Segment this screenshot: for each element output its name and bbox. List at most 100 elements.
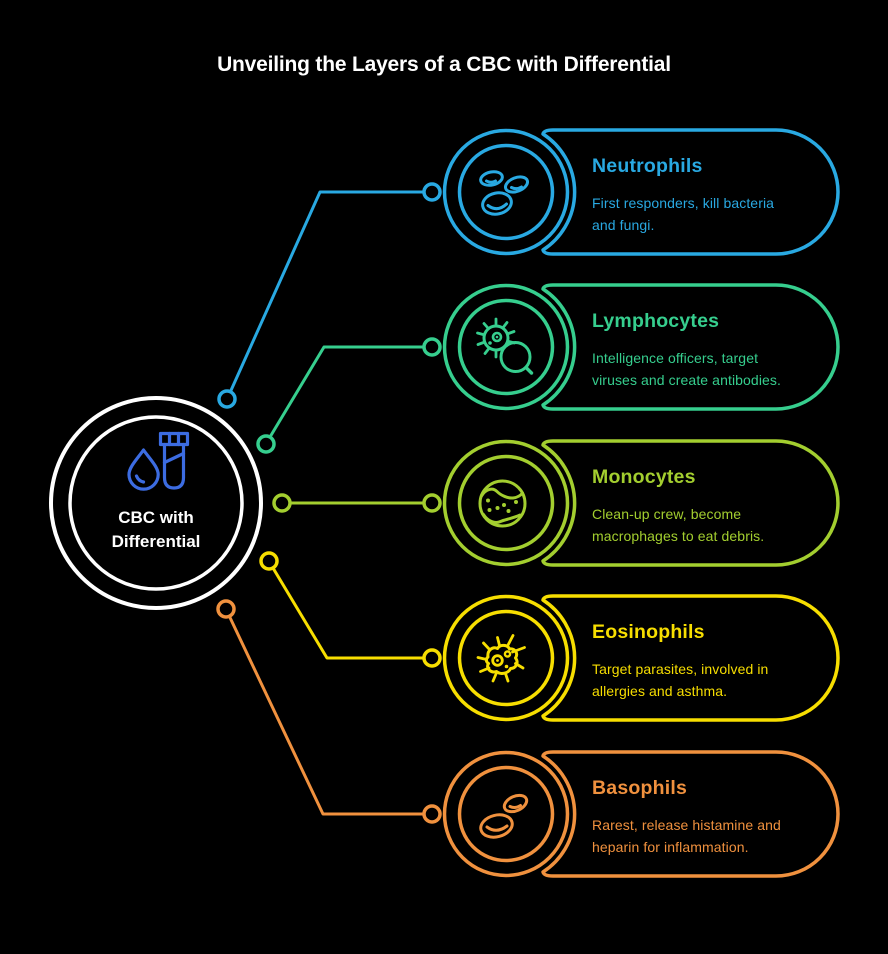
- cell-crease: [485, 824, 509, 832]
- branch-card-lymphocytes: Lymphocytes Intelligence officers, targe…: [592, 310, 842, 391]
- monocyte-cell-icon: [478, 479, 527, 528]
- card-title: Neutrophils: [592, 155, 703, 177]
- branch-neutrophils: [217, 128, 840, 409]
- connector-dot-right: [422, 182, 442, 202]
- icon-badge-inner-ring: [457, 765, 555, 863]
- cell-oval: [479, 170, 504, 187]
- card-pill-outline: [541, 439, 840, 567]
- cell-top-wave: [480, 487, 524, 500]
- blood-drop-and-test-tube-icon: [127, 431, 190, 491]
- cell-vacuole: [503, 650, 512, 658]
- connector-dot-left: [216, 599, 236, 619]
- virus-nucleus: [491, 331, 503, 343]
- branch-card-neutrophils: Neutrophils First responders, kill bacte…: [592, 155, 842, 236]
- cell-crease: [510, 185, 523, 191]
- tube-cap: [158, 431, 190, 447]
- card-pill-outline: [541, 750, 840, 878]
- virus-body: [482, 324, 510, 352]
- card-title: Lymphocytes: [592, 310, 720, 332]
- red-blood-cells-icon: [479, 170, 530, 216]
- center-node-rings: [49, 396, 263, 610]
- card-pill-outline: [541, 128, 840, 256]
- card-description-line: allergies and asthma.: [592, 682, 728, 699]
- connector-line: [229, 190, 425, 393]
- card-description-line: and fungi.: [592, 216, 655, 233]
- cell-oval: [503, 175, 530, 194]
- branch-monocytes: [272, 439, 840, 567]
- connector-dot-right: [422, 648, 442, 668]
- card-title: Basophils: [592, 777, 687, 799]
- basophil-cells-icon: [479, 793, 529, 839]
- connector-dot-left: [256, 434, 276, 454]
- card-description: First responders, kill bacteria and fung…: [592, 193, 842, 236]
- card-title: Monocytes: [592, 466, 696, 488]
- spiky-cell-icon: [476, 634, 526, 683]
- magnifier-handle: [524, 365, 534, 375]
- connector-dot-left: [259, 551, 279, 571]
- center-node: [49, 396, 263, 610]
- icon-badge-outer-ring: [442, 128, 570, 256]
- card-description: Clean-up crew, become macrophages to eat…: [592, 504, 842, 547]
- blood-drop-shine: [134, 474, 146, 484]
- cell-oval: [479, 813, 514, 839]
- tube-fill-level: [162, 451, 186, 465]
- cell-spikes: [476, 634, 526, 683]
- page-title: Unveiling the Layers of a CBC with Diffe…: [217, 53, 671, 76]
- cell-membrane: [478, 479, 527, 528]
- card-description: Rarest, release histamine and heparin fo…: [592, 815, 842, 858]
- center-label-line: Differential: [111, 531, 201, 551]
- cell-bottom-wave: [482, 513, 522, 524]
- card-description-line: Rarest, release histamine and: [592, 817, 781, 833]
- connector-dot-right: [422, 337, 442, 357]
- blood-drop-icon: [127, 448, 160, 491]
- center-node-label: CBC with Differential: [36, 506, 276, 553]
- card-pill-outline: [541, 594, 840, 722]
- cell-nucleus: [491, 654, 504, 667]
- card-description-line: heparin for inflammation.: [592, 838, 749, 855]
- virus-with-magnifier-icon: [476, 317, 534, 375]
- connector-line: [268, 345, 425, 439]
- branch-card-basophils: Basophils Rarest, release histamine and …: [592, 777, 842, 858]
- center-label-line: CBC with: [118, 508, 194, 527]
- card-description-line: Intelligence officers, target: [592, 350, 759, 366]
- card-title: Eosinophils: [592, 621, 705, 643]
- connector-line: [228, 615, 425, 816]
- branch-eosinophils: [259, 551, 840, 722]
- icon-badge-inner-ring: [457, 298, 555, 396]
- center-inner-ring: [68, 415, 244, 591]
- connector-dot-left: [272, 493, 292, 513]
- connector-dot-left: [217, 389, 237, 409]
- branch-card-eosinophils: Eosinophils Target parasites, involved i…: [592, 621, 842, 702]
- magnifier-lens: [499, 341, 532, 373]
- tube-cap-ridges: [167, 431, 181, 447]
- cell-oval: [481, 191, 513, 216]
- card-description-line: Target parasites, involved in: [592, 661, 769, 677]
- branch-card-monocytes: Monocytes Clean-up crew, become macropha…: [592, 466, 842, 547]
- icon-badge-outer-ring: [442, 439, 570, 567]
- cell-oval: [502, 793, 529, 814]
- branch-lymphocytes: [256, 283, 840, 454]
- card-description: Target parasites, involved in allergies …: [592, 659, 842, 702]
- icon-badge-outer-ring: [442, 594, 570, 722]
- test-tube-icon: [158, 431, 190, 490]
- icon-badge-inner-ring: [457, 609, 555, 707]
- card-description: Intelligence officers, target viruses an…: [592, 348, 842, 391]
- connector-dot-right: [422, 804, 442, 824]
- virus-dots: [488, 335, 499, 345]
- card-description-line: Clean-up crew, become: [592, 506, 742, 522]
- cell-crease: [486, 202, 508, 211]
- tube-body: [162, 442, 186, 490]
- cell-crease: [485, 179, 497, 184]
- card-pill-outline: [541, 283, 840, 411]
- connector-dot-right: [422, 493, 442, 513]
- cell-crease: [508, 804, 522, 810]
- branch-basophils: [216, 599, 840, 878]
- icon-badge-outer-ring: [442, 283, 570, 411]
- connector-line: [271, 566, 425, 660]
- icon-badge-inner-ring: [457, 454, 555, 552]
- cell-dots: [496, 659, 509, 669]
- cell-granules: [486, 498, 518, 513]
- icon-badge-outer-ring: [442, 750, 570, 878]
